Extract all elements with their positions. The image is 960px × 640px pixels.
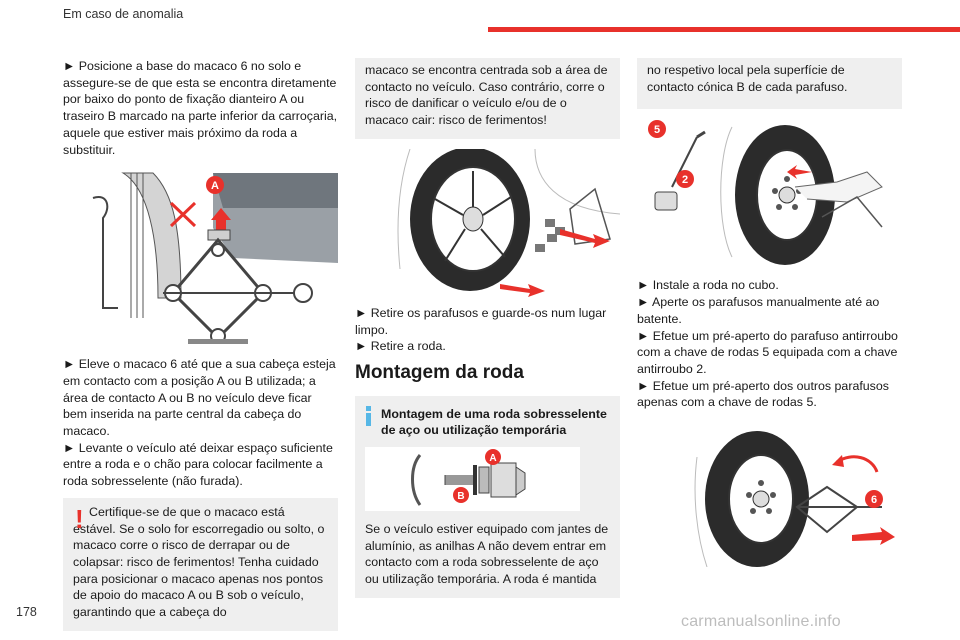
column-2: macaco se encontra centrada sob a área d… — [355, 58, 620, 598]
page-number: 178 — [16, 605, 37, 619]
step-position-jack: ► Posicione a base do macaco 6 no solo e… — [63, 59, 338, 157]
column-3: no respetivo local pela superfície de co… — [637, 58, 902, 568]
label-a: A — [211, 180, 219, 192]
label-2: 2 — [682, 174, 688, 186]
jack-lowering-illustration: 6 — [694, 431, 895, 568]
wheel-mounting-illustration: 5 2 — [648, 120, 883, 266]
info-continued-text: no respetivo local pela superfície de co… — [647, 63, 848, 94]
step-install-wheel: ► Instale a roda no cubo. — [637, 278, 779, 293]
info-continued-box: no respetivo local pela superfície de co… — [637, 58, 902, 110]
warning-continued-box: macaco se encontra centrada sob a área d… — [355, 58, 620, 139]
watermark: carmanualsonline.info — [681, 613, 841, 630]
section-title: Em caso de anomalia — [63, 7, 184, 21]
step-remove-wheel: ► Retire a roda. — [355, 339, 446, 354]
label-5: 5 — [654, 124, 660, 136]
info-title: Montagem de uma roda sobresselente de aç… — [381, 406, 607, 438]
step-tighten-manually: ► Aperte os parafusos manualmente até ao… — [637, 295, 880, 326]
step-pretighten-others: ► Efetue um pré-aperto dos outros parafu… — [637, 378, 889, 410]
header-accent-bar — [488, 27, 960, 32]
column-1: ► Posicione a base do macaco 6 no solo e… — [63, 58, 338, 631]
washer-bolt-illustration: A B — [365, 447, 580, 512]
info-text: Se o veículo estiver equipado com jantes… — [365, 522, 609, 587]
info-icon — [366, 405, 371, 426]
step-lift-vehicle: ► Levante o veículo até deixar espaço su… — [63, 440, 333, 489]
step-raise-jack: ► Eleve o macaco 6 até que a sua cabeça … — [63, 357, 336, 439]
label-a: A — [489, 453, 496, 464]
section-heading: Montagem da roda — [355, 361, 524, 383]
step-pretighten-antitheft: ► Efetue um pré-aperto do parafuso antir… — [637, 328, 898, 376]
info-box: Montagem de uma roda sobresselente de aç… — [355, 395, 620, 598]
label-6: 6 — [871, 494, 877, 506]
jack-position-illustration: A — [63, 168, 338, 347]
warning-box: ! Certifique-se de que o macaco está est… — [63, 497, 338, 631]
warning-continued-text: macaco se encontra centrada sob a área d… — [365, 63, 608, 128]
step-remove-bolts: ► Retire os parafusos e guarde-os num lu… — [355, 305, 607, 337]
label-b: B — [457, 491, 464, 502]
warning-text: Certifique-se de que o macaco está estáv… — [73, 504, 325, 620]
wheel-removal-illustration — [397, 148, 620, 297]
warning-icon: ! — [75, 503, 84, 534]
page-header: Em caso de anomalia — [0, 0, 960, 38]
